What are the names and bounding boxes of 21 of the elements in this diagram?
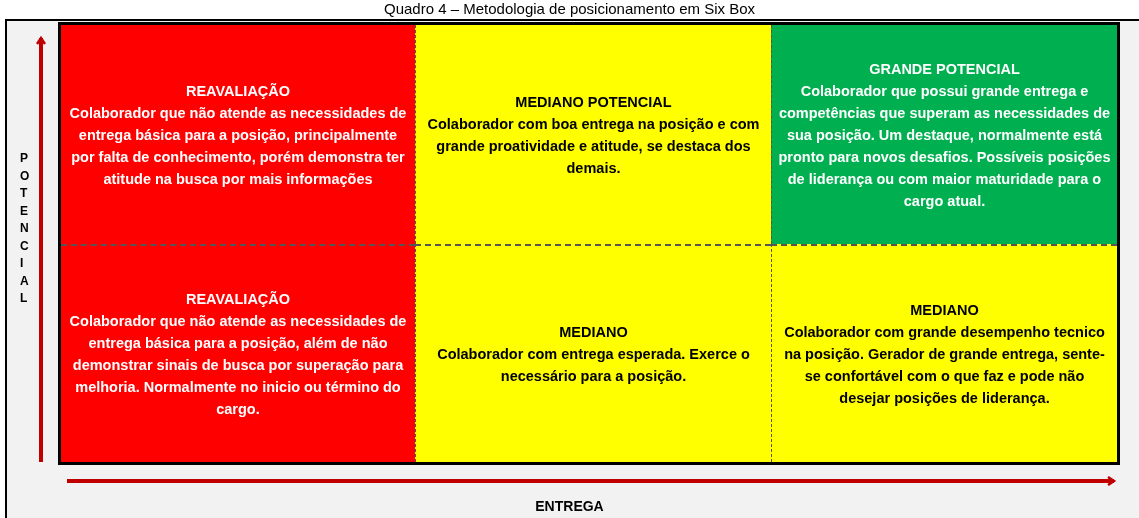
cell-heading: MEDIANO (559, 323, 628, 342)
axis-label: ENTREGA (534, 498, 605, 514)
category-cell (771, 25, 1117, 244)
cell-description: Colaborador com grande desempenho tecnico na posição. Gerador de grande entrega, sente-se confortável com o que faz e pode não desejar posições de liderança. (783, 323, 1106, 408)
cell-description: Colaborador que não atende as necessidades de entrega básica para a posição, além de não demonstrar sinais de busca por superação para melhoria. Normalmente no inicio ou término do cargo. (68, 312, 408, 419)
cell-description: Colaborador que possui grande entrega e competências que superam as necessidades de sua posição. Um destaque, normalmente está pronto para novos desafios. Possíveis posições de liderança ou com maior maturidade para o cargo atual. (778, 81, 1111, 211)
category-cell (415, 244, 771, 462)
category-cell (61, 25, 415, 244)
cell-heading: REAVALIAÇÃO (185, 290, 291, 309)
cell-heading: MEDIANO (910, 301, 979, 320)
cell-heading: GRANDE POTENCIAL (869, 59, 1020, 79)
cell-description: Colaborador com entrega esperada. Exerce o necessário para a posição. (436, 345, 751, 386)
category-cell (415, 25, 771, 244)
cell-heading: MEDIANO POTENCIAL (515, 92, 672, 112)
cell-description: Colaborador com boa entrega na posição e com grande proatividade e atitude, se destaca dos demais. (426, 114, 761, 178)
axis-label: POTENCIAL (20, 150, 30, 307)
cell-description: Colaborador que não atende as necessidades de entrega básica para a posição, principalmente por falta de conhecimento, porém demonstra ter atitude na busca por mais informações (68, 103, 408, 189)
title: Quadro 4 – Metodologia de posicionamento em Six Box (382, 0, 757, 18)
category-cell (771, 244, 1117, 462)
category-cell (61, 244, 415, 462)
cell-heading: REAVALIAÇÃO (185, 81, 291, 101)
